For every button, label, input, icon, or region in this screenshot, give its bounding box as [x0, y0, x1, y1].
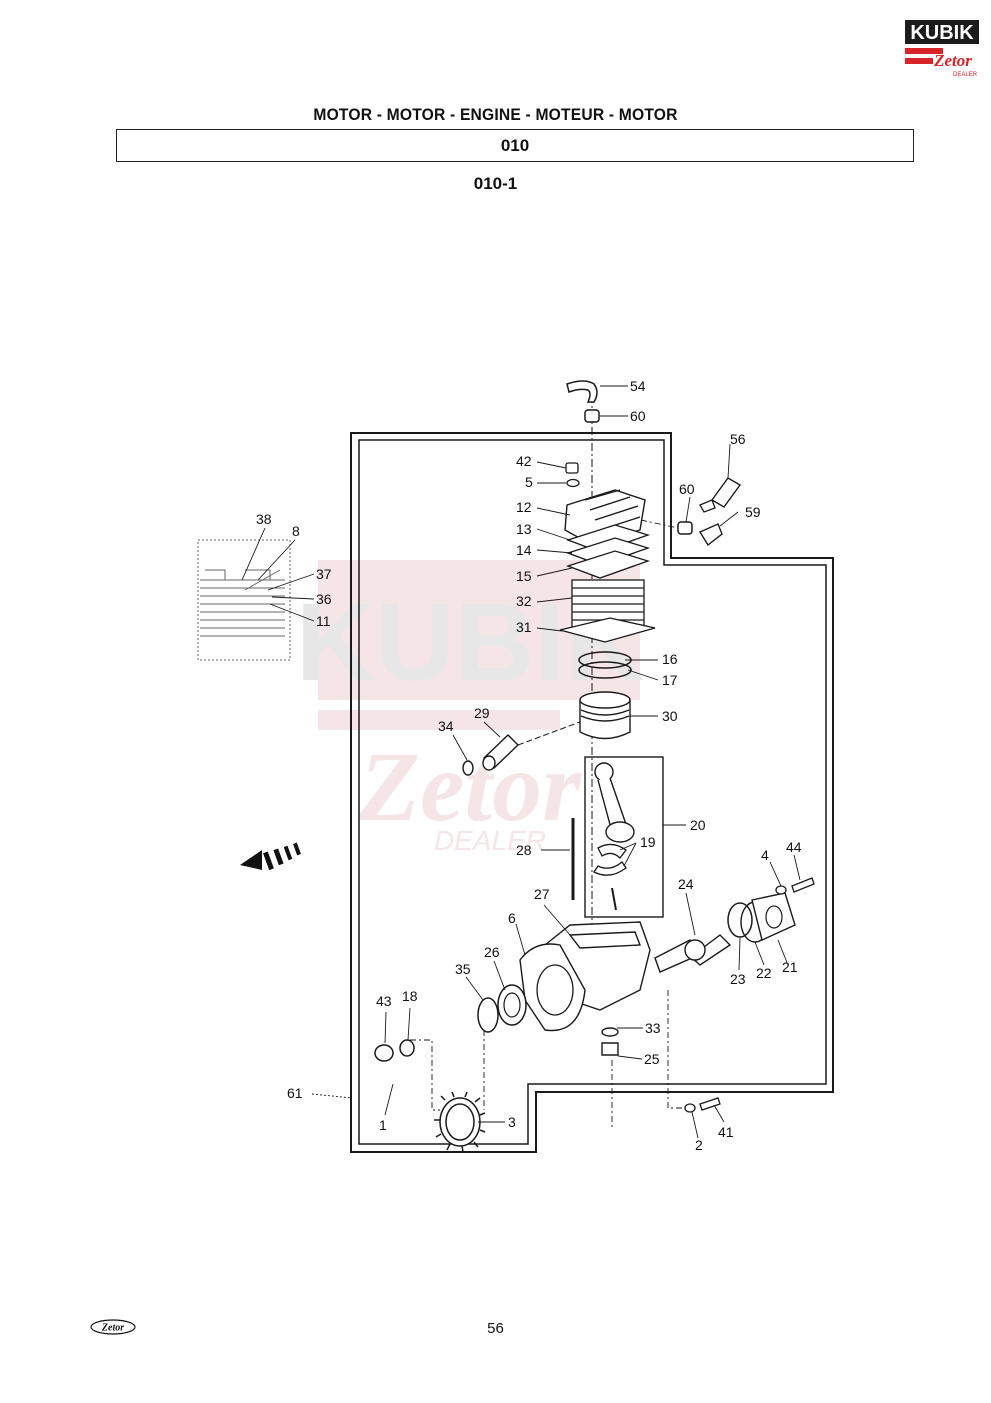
callout-30: 30: [662, 708, 678, 724]
washer-18: [399, 1039, 415, 1057]
rod-bolt: [611, 887, 617, 911]
bearing-shell-upper: [597, 843, 627, 859]
leader-lines: [241, 385, 801, 1139]
callout-16: 16: [662, 651, 678, 667]
callout-18: 18: [402, 988, 418, 1004]
bearing-shell-lower: [593, 861, 627, 876]
callout-61: 61: [287, 1085, 303, 1101]
kubik-zetor-dealer-logo: KUBIK Zetor DEALER: [903, 18, 981, 80]
piston: [579, 691, 631, 740]
callout-17: 17: [662, 672, 678, 688]
callout-35: 35: [455, 961, 471, 977]
callout-43: 43: [376, 993, 392, 1009]
bolt-41: [699, 1097, 721, 1111]
callout-37: 37: [316, 566, 332, 582]
logo-zetor-text: Zetor: [933, 51, 972, 70]
callout-60-side: 60: [679, 481, 695, 497]
callout-44: 44: [786, 839, 802, 855]
logo-dealer-text: DEALER: [953, 72, 978, 78]
oil-tube-56: [710, 477, 742, 508]
callout-27: 27: [534, 886, 550, 902]
piston-pin: [482, 734, 520, 771]
callout-31: 31: [516, 619, 532, 635]
washer-2: [684, 1103, 696, 1113]
callout-20: 20: [690, 817, 706, 833]
callout-26: 26: [484, 944, 500, 960]
nut-42: [565, 462, 579, 474]
callout-38: 38: [256, 511, 272, 527]
footer-logo-text: Zetor: [101, 1323, 124, 1334]
callout-29: 29: [474, 705, 490, 721]
elbow-59: [698, 523, 723, 547]
direction-arrow: [240, 842, 301, 871]
svg-text:DEALER: DEALER: [434, 825, 546, 856]
callout-6: 6: [508, 910, 516, 926]
callout-60-top: 60: [630, 408, 646, 424]
assembly-inset-sketch: [197, 539, 291, 661]
svg-text:Zetor: Zetor: [358, 731, 582, 842]
callout-14: 14: [516, 542, 532, 558]
callout-labels: 54 60 56 42 5 60 59 12 13 14 15 32 31 16…: [256, 378, 802, 1153]
callout-32: 32: [516, 593, 532, 609]
callout-13: 13: [516, 521, 532, 537]
nut-60-side: [677, 521, 693, 535]
nut-43: [374, 1044, 394, 1062]
piston-ring-17: [578, 661, 632, 679]
connecting-rod: [594, 762, 635, 843]
page-number: 56: [487, 1320, 504, 1337]
callout-22: 22: [756, 965, 772, 981]
callout-56: 56: [730, 431, 746, 447]
group-code: 010: [500, 135, 530, 155]
callout-4: 4: [761, 847, 769, 863]
callout-36: 36: [316, 591, 332, 607]
callout-21: 21: [782, 959, 798, 975]
callout-54: 54: [630, 378, 646, 394]
washer-5: [566, 478, 580, 488]
callout-23: 23: [730, 971, 746, 987]
nut-60-top: [584, 409, 600, 423]
washer-4: [775, 885, 787, 895]
connecting-rod-kit-box: [584, 756, 664, 918]
drain-plug-25: [601, 1042, 619, 1056]
ball-bearing-23: [727, 902, 753, 938]
cylinder-gasket: [559, 617, 656, 643]
callout-25: 25: [644, 1051, 660, 1067]
callout-8: 8: [292, 523, 300, 539]
callout-11: 11: [316, 613, 331, 629]
alignment-lines: [410, 519, 685, 1130]
circlip-34: [462, 760, 474, 776]
callout-1: 1: [379, 1117, 387, 1133]
callout-33: 33: [645, 1020, 661, 1036]
callout-59: 59: [745, 504, 761, 520]
ball-bearing-26: [497, 984, 527, 1026]
callout-15: 15: [516, 568, 532, 584]
figure-code: 010-1: [473, 174, 518, 193]
group-boundary-frame: [350, 432, 834, 1153]
logo-brand-text: KUBIK: [910, 22, 974, 44]
crankshaft: [654, 934, 732, 973]
callout-41: 41: [718, 1124, 734, 1140]
callout-2: 2: [695, 1137, 703, 1153]
callout-34: 34: [438, 718, 454, 734]
gasket-15: [566, 550, 651, 579]
callout-24: 24: [678, 876, 694, 892]
callout-28: 28: [516, 842, 532, 858]
o-ring-33: [601, 1027, 619, 1037]
page-title: MOTOR - MOTOR - ENGINE - MOTEUR - MOTOR: [313, 105, 678, 124]
circlip-35: [477, 997, 499, 1033]
callout-19: 19: [640, 834, 656, 850]
callout-5: 5: [525, 474, 533, 490]
callout-12: 12: [516, 499, 532, 515]
callout-42: 42: [516, 453, 532, 469]
group-code-box: 010: [116, 129, 914, 162]
callout-3: 3: [508, 1114, 516, 1130]
bolt-44: [791, 877, 815, 893]
bearing-cover-21: [751, 892, 796, 941]
breather-pipe: [566, 380, 598, 403]
drive-gear-3: [434, 1091, 486, 1153]
zetor-footer-logo: Zetor: [90, 1319, 136, 1335]
